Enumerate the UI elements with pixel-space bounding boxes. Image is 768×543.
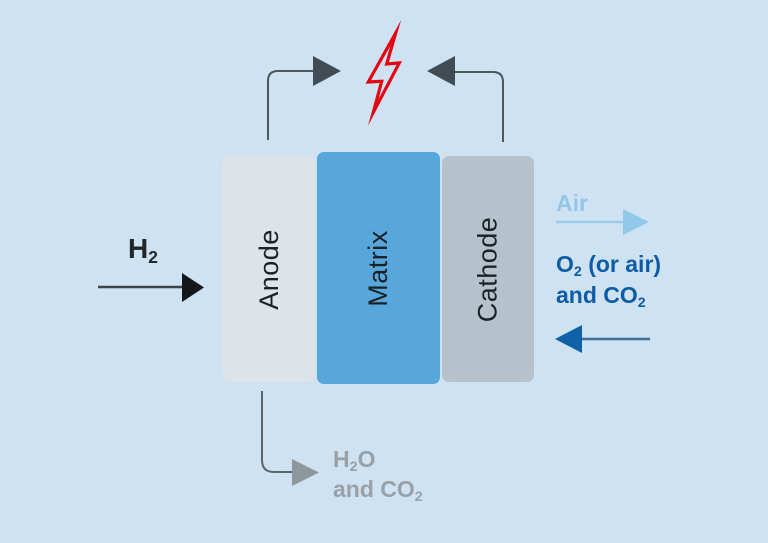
hydrogen-symbol: H	[128, 233, 149, 264]
electricity-arrow-right-icon	[427, 56, 455, 86]
cathode-label: Cathode	[472, 216, 503, 322]
electricity-arrow-left-icon	[313, 56, 341, 86]
cell-layer-matrix: Matrix	[317, 152, 440, 384]
oxidant-label: O2 (or air) and CO2	[556, 249, 661, 311]
oxidant-line1: O2 (or air)	[556, 251, 662, 280]
air-out-arrow-icon	[623, 209, 649, 235]
oxidant-line2: and CO2	[556, 282, 646, 311]
exhaust-arrow-icon	[292, 459, 319, 486]
oxidant-in-arrow-icon	[555, 325, 582, 353]
lightning-bolt-icon	[365, 19, 403, 126]
hydrogen-subscript: 2	[148, 246, 158, 267]
cell-layer-cathode: Cathode	[442, 156, 534, 382]
air-text: Air	[556, 190, 588, 216]
exhaust-line2: and CO2	[333, 476, 423, 505]
air-label: Air	[556, 190, 588, 217]
anode-label: Anode	[253, 228, 284, 310]
matrix-label: Matrix	[363, 229, 393, 307]
cell-layer-anode: Anode	[223, 156, 315, 382]
electricity-wire-right	[455, 71, 504, 142]
hydrogen-in-arrow-icon	[182, 273, 204, 302]
hydrogen-label: H2	[128, 233, 158, 267]
exhaust-line1: H2O	[333, 446, 376, 475]
exhaust-line	[261, 391, 292, 473]
exhaust-label: H2O and CO2	[333, 444, 423, 504]
electricity-wire-left	[267, 70, 313, 140]
